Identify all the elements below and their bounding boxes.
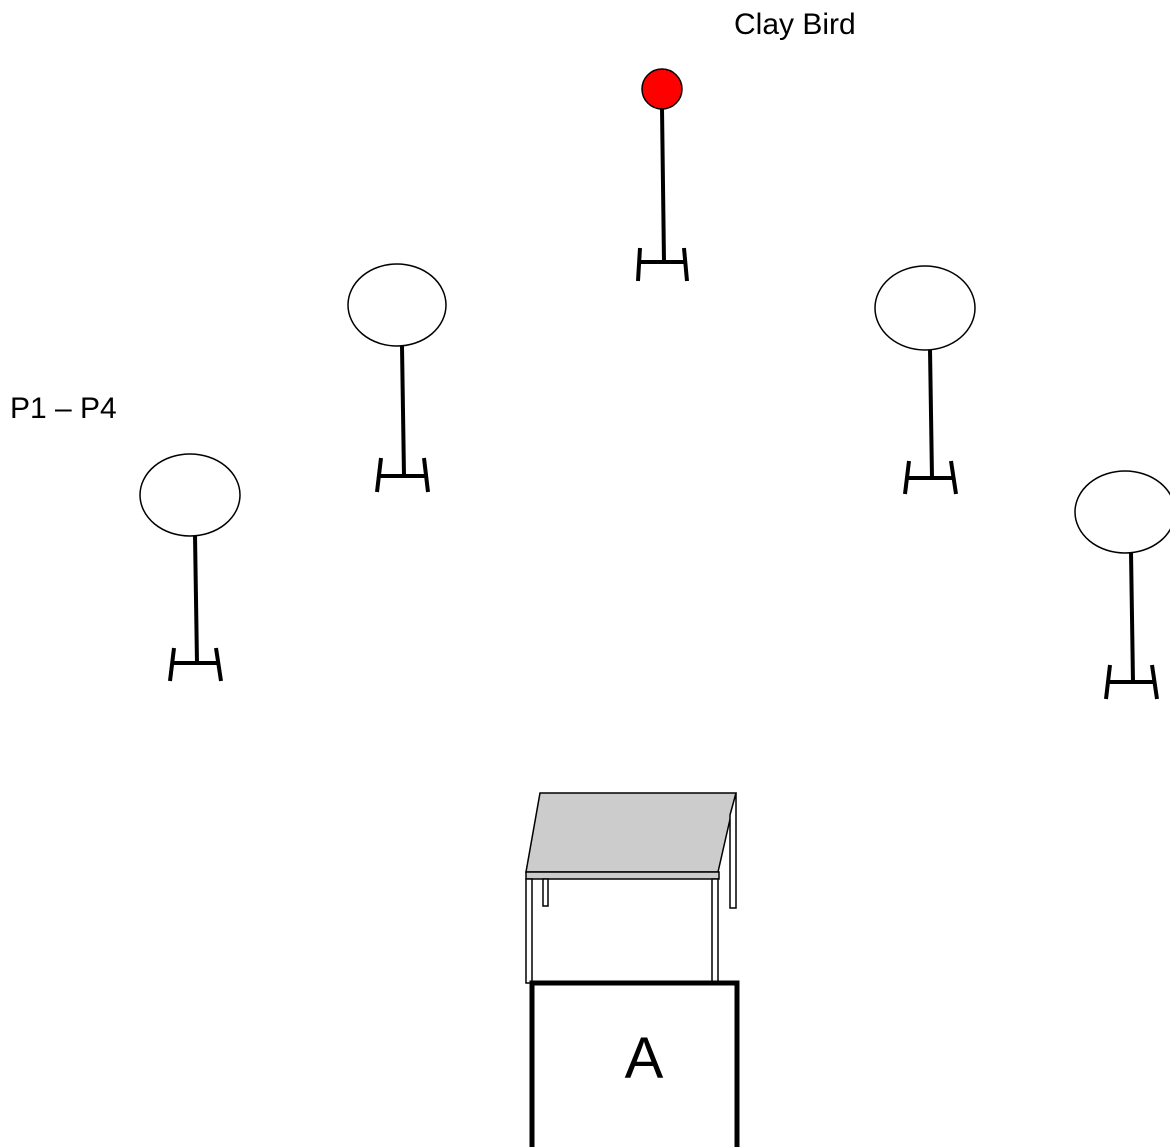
clay-bird-label: Clay Bird bbox=[734, 8, 856, 41]
target-stand-1 bbox=[347, 263, 447, 493]
table-leg-front-left bbox=[525, 878, 533, 984]
table-side-right bbox=[729, 792, 737, 909]
clay-bird-target bbox=[641, 68, 683, 110]
station-label: A bbox=[624, 1026, 664, 1091]
target-stand-4-head bbox=[1074, 470, 1170, 554]
table-leg-back-left bbox=[542, 878, 549, 907]
table-leg-front-right bbox=[711, 878, 719, 984]
target-stand-4 bbox=[1074, 470, 1170, 700]
clay-bird-stand bbox=[636, 68, 689, 282]
table bbox=[525, 792, 737, 984]
table-front-edge bbox=[525, 871, 720, 880]
target-stand-3-head bbox=[874, 265, 976, 351]
target-stand-3 bbox=[874, 265, 976, 495]
station-box bbox=[529, 980, 740, 1147]
target-stand-2 bbox=[139, 453, 241, 682]
players-label: P1 – P4 bbox=[10, 392, 117, 425]
target-stand-2-head bbox=[139, 453, 241, 537]
table-top bbox=[525, 792, 737, 873]
target-stand-1-head bbox=[347, 263, 447, 347]
